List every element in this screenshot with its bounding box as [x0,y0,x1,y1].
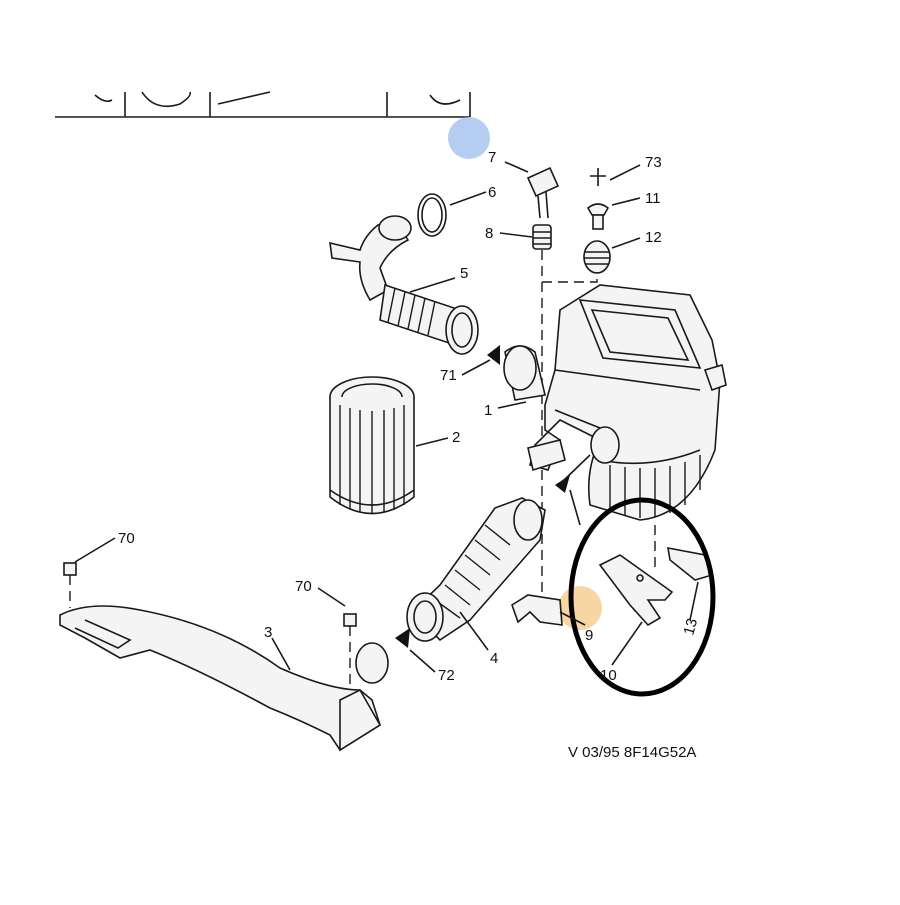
air-filter-housing-part-1 [503,284,727,521]
touch-marker-blue [448,117,490,159]
label-part-8: 8 [485,225,493,242]
leader-lines [74,161,699,673]
label-part-71: 71 [440,367,457,384]
arrow-housing [555,475,570,493]
label-part-3: 3 [264,624,272,641]
fastener-stack [583,168,611,274]
label-part-72: 72 [438,667,455,684]
label-part-6: 6 [488,184,496,201]
plug-part-7 [526,166,560,219]
air-duct-part-3 [59,562,389,752]
arrow-71 [487,345,500,365]
support-parts-10-13 [598,547,714,627]
filter-element-part-2 [329,376,415,515]
elbow-hose-part-5 [329,215,479,355]
label-part-9: 9 [585,627,593,644]
label-part-12: 12 [645,229,662,246]
label-part-11: 11 [645,190,661,207]
label-part-13: 13 [680,617,701,638]
label-part-1: 1 [484,402,492,419]
o-ring-part-6 [417,193,447,237]
label-part-4: 4 [490,650,498,667]
label-part-70b: 70 [295,578,312,595]
label-part-5: 5 [460,265,468,282]
highlight-ellipse [568,497,716,697]
part-labels: 7 6 8 73 11 12 5 71 1 2 70 70 3 4 72 9 1… [118,149,701,684]
label-part-73: 73 [645,154,662,171]
label-part-2: 2 [452,429,460,446]
grommet-part-8 [532,224,552,250]
bracket-part-9 [511,594,563,626]
intake-hose-part-4 [406,497,546,642]
label-part-70a: 70 [118,530,135,547]
label-part-10: 10 [600,667,617,684]
reference-code: V 03/95 8F14G52A [568,744,696,761]
label-part-7: 7 [488,149,496,166]
table-fragment [55,91,471,118]
touch-marker-orange [558,586,602,630]
arrow-72 [395,628,410,648]
